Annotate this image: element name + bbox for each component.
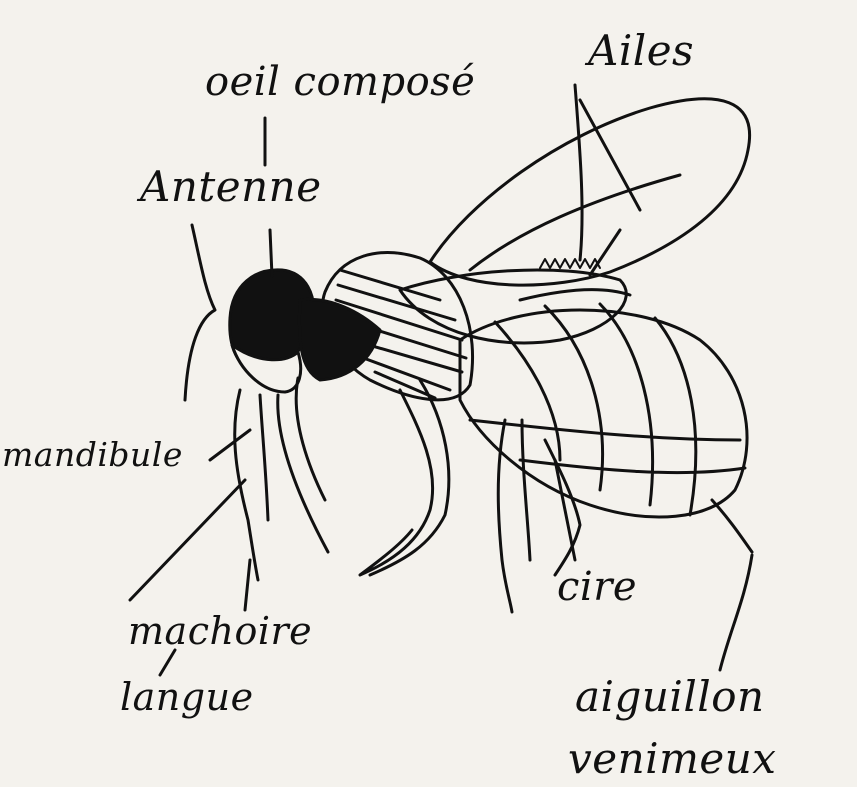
label-aiguillon: aiguillon: [575, 676, 765, 718]
stinger: [712, 500, 752, 552]
pointer-ailes: [575, 85, 640, 260]
wing-hooks: [540, 259, 600, 268]
pointer-aiguillon: [720, 555, 752, 670]
pointer-mandibule: [210, 430, 250, 460]
mid-leg: [498, 420, 530, 612]
pointer-cire: [555, 460, 575, 560]
mouthparts: [235, 378, 328, 580]
label-antenne: Antenne: [140, 166, 322, 208]
label-mandibule: mandibule: [2, 438, 183, 471]
upper-wing: [430, 99, 750, 285]
label-ailes: Ailes: [588, 30, 694, 72]
label-oeil-compose: oeil composé: [205, 62, 475, 102]
front-leg: [360, 390, 433, 575]
label-venimeux: venimeux: [568, 738, 776, 780]
label-cire: cire: [557, 567, 637, 607]
pointer-machoire: [245, 560, 250, 610]
label-langue: langue: [120, 678, 254, 716]
label-machoire: machoire: [128, 612, 312, 650]
abdomen-segments: [470, 304, 745, 515]
